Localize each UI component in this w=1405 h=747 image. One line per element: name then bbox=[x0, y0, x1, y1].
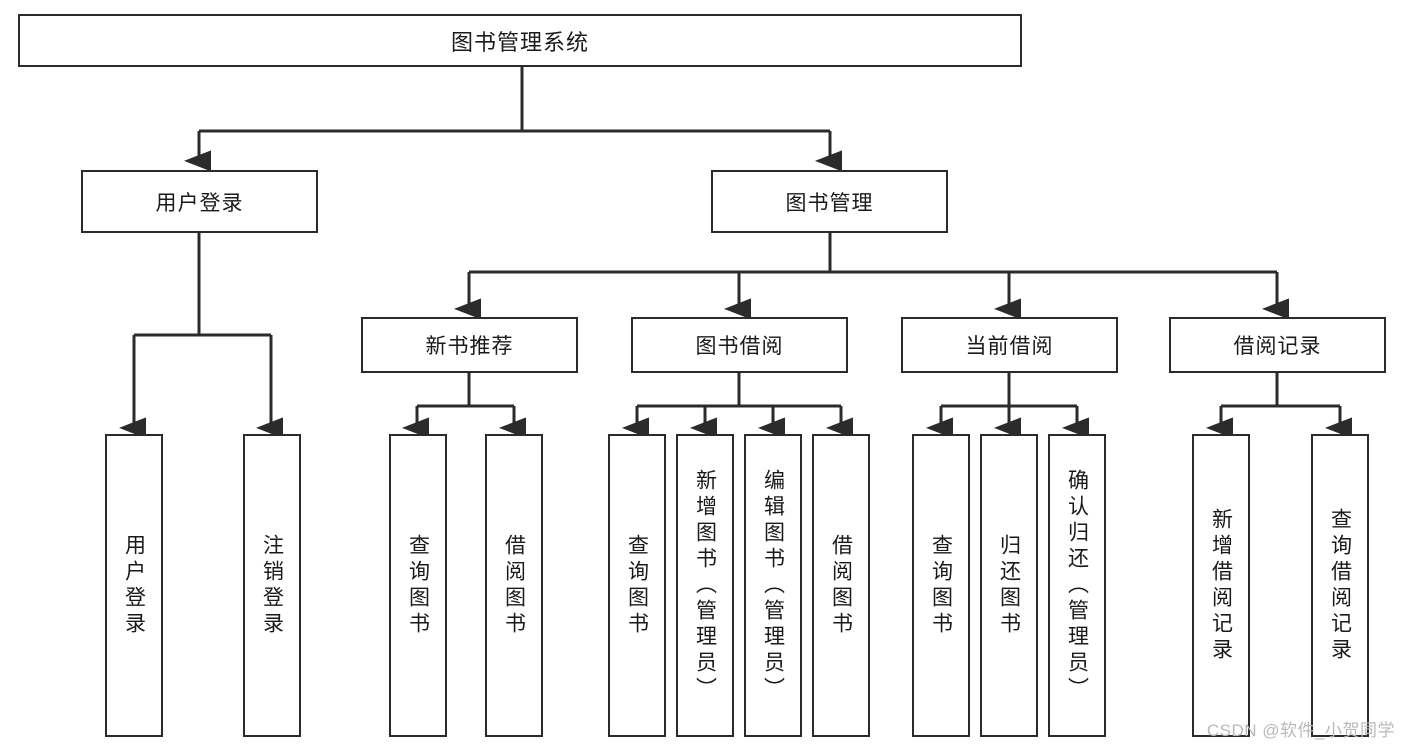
node-root-book-management-system[interactable]: 图书管理系统 bbox=[18, 14, 1022, 67]
node-label: 查询图书 bbox=[625, 533, 649, 638]
node-leaf-logout[interactable]: 注销登录 bbox=[243, 434, 301, 737]
node-label: 用户登录 bbox=[122, 533, 146, 638]
node-current-borrow[interactable]: 当前借阅 bbox=[901, 317, 1118, 373]
node-borrow-record[interactable]: 借阅记录 bbox=[1169, 317, 1386, 373]
node-label: 查询图书 bbox=[929, 533, 953, 638]
node-label: 注销登录 bbox=[260, 533, 284, 638]
node-label: 图书借阅 bbox=[695, 335, 784, 358]
node-book-borrow[interactable]: 图书借阅 bbox=[631, 317, 848, 373]
node-leaf-add-borrow-record[interactable]: 新增借阅记录 bbox=[1192, 434, 1250, 737]
node-leaf-user-login[interactable]: 用户登录 bbox=[105, 434, 163, 737]
node-label: 图书管理系统 bbox=[450, 29, 589, 55]
node-leaf-query-book-current[interactable]: 查询图书 bbox=[912, 434, 970, 737]
node-book-management[interactable]: 图书管理 bbox=[711, 170, 948, 233]
node-label: 用户登录 bbox=[155, 191, 244, 215]
node-leaf-query-book-recommend[interactable]: 查询图书 bbox=[389, 434, 447, 737]
node-leaf-borrow-book[interactable]: 借阅图书 bbox=[812, 434, 870, 737]
node-leaf-return-book[interactable]: 归还图书 bbox=[980, 434, 1038, 737]
node-user-login[interactable]: 用户登录 bbox=[81, 170, 318, 233]
node-leaf-query-borrow-record[interactable]: 查询借阅记录 bbox=[1311, 434, 1369, 737]
node-label: 归还图书 bbox=[997, 533, 1021, 638]
node-leaf-edit-book-admin[interactable]: 编辑图书（管理员） bbox=[744, 434, 802, 737]
node-label: 借阅图书 bbox=[502, 533, 526, 638]
node-label: 新增借阅记录 bbox=[1209, 507, 1233, 664]
node-label: 借阅记录 bbox=[1233, 335, 1322, 358]
node-label: 图书管理 bbox=[785, 191, 874, 215]
watermark-text: CSDN @软件_小贺同学 bbox=[1206, 721, 1395, 740]
node-leaf-confirm-return-admin[interactable]: 确认归还（管理员） bbox=[1048, 434, 1106, 737]
node-new-book-recommend[interactable]: 新书推荐 bbox=[361, 317, 578, 373]
node-label: 查询图书 bbox=[406, 533, 430, 638]
node-leaf-borrow-book-recommend[interactable]: 借阅图书 bbox=[485, 434, 543, 737]
node-leaf-query-book-borrow[interactable]: 查询图书 bbox=[608, 434, 666, 737]
node-label: 查询借阅记录 bbox=[1328, 507, 1352, 664]
node-label: 当前借阅 bbox=[965, 335, 1054, 358]
node-label: 新书推荐 bbox=[425, 335, 514, 358]
node-label: 确认归还（管理员） bbox=[1065, 468, 1089, 703]
node-label: 编辑图书（管理员） bbox=[761, 468, 785, 703]
node-label: 新增图书（管理员） bbox=[693, 468, 717, 703]
node-label: 借阅图书 bbox=[829, 533, 853, 638]
node-leaf-add-book-admin[interactable]: 新增图书（管理员） bbox=[676, 434, 734, 737]
